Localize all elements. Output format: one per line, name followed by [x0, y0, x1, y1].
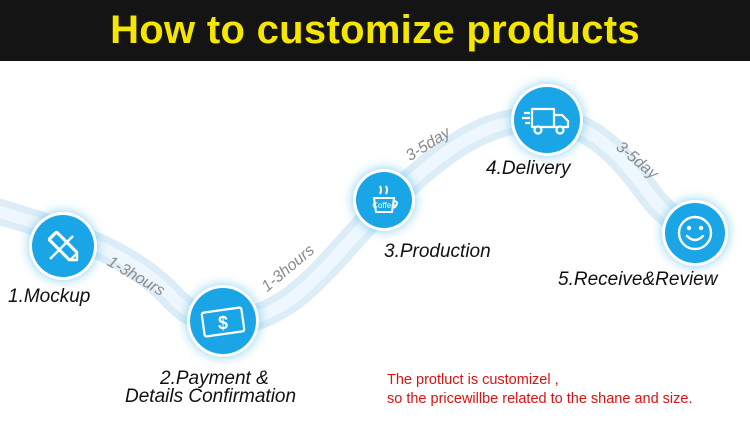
- pencil-ruler-icon: [47, 230, 79, 262]
- step-2-label-line2: Details Confirmation: [125, 386, 297, 407]
- step-2-label-line1: 2.Payment &: [160, 368, 269, 389]
- smiley-face-icon: [677, 215, 713, 251]
- step-3-label: 3.Production: [384, 241, 491, 262]
- delivery-truck-icon: [522, 107, 570, 135]
- svg-text:$: $: [218, 313, 228, 333]
- step-1-label: 1.Mockup: [8, 286, 91, 307]
- page-title: How to customize products: [110, 8, 640, 52]
- svg-text:Coffee: Coffee: [372, 201, 396, 210]
- step-4-circle: [514, 87, 580, 153]
- money-bill-icon: $: [200, 306, 246, 338]
- step-4-label: 4.Delivery: [486, 158, 571, 179]
- step-5-circle: [665, 203, 725, 263]
- step-1-circle: [32, 215, 94, 277]
- coffee-cup-icon: Coffee: [372, 185, 398, 213]
- step-2-circle: $: [190, 288, 256, 354]
- step-5-label: 5.Receive&Review: [558, 269, 718, 290]
- note-line-1: The protluct is customizel ,: [387, 372, 559, 388]
- customization-note: The protluct is customizel , so the pric…: [387, 371, 693, 409]
- step-3-circle: Coffee: [356, 172, 412, 228]
- title-banner: How to customize products: [0, 0, 750, 61]
- note-line-2: so the pricewillbe related to the shane …: [387, 391, 693, 407]
